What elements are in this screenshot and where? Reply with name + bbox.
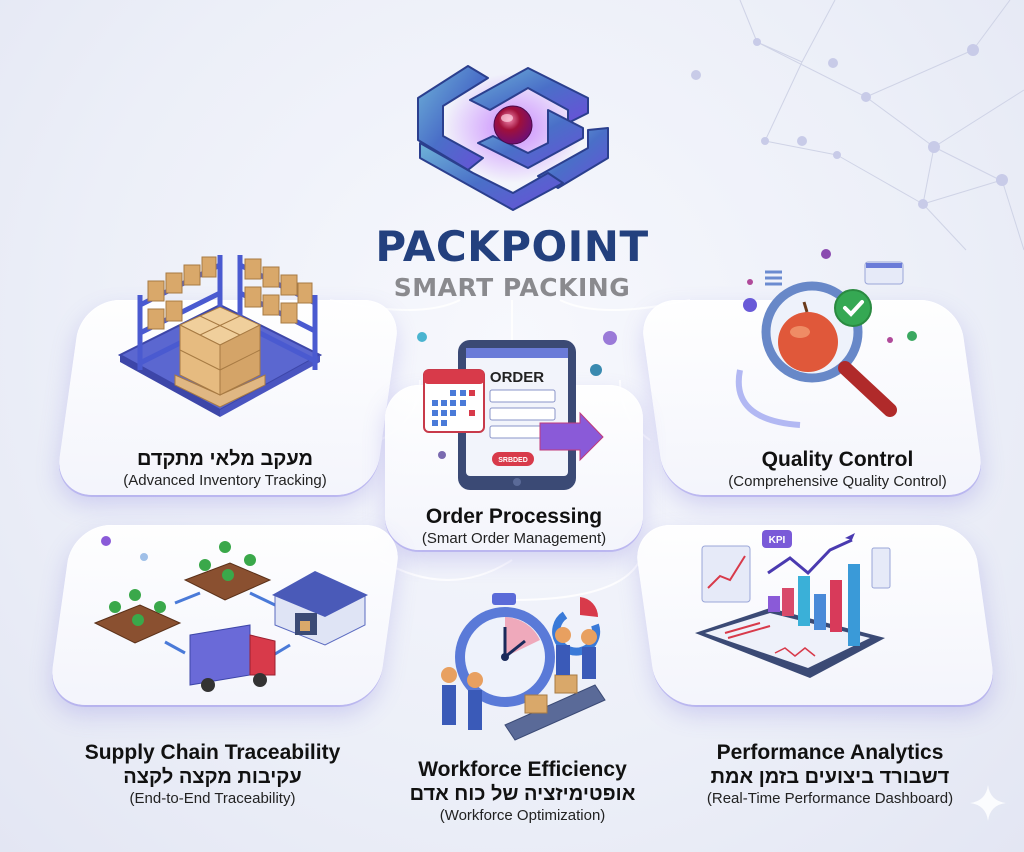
inventory-title-he: מעקב מלאי מתקדם xyxy=(136,448,314,470)
label-supply: Supply Chain Traceability עקיבות מקצה לק… xyxy=(55,740,370,808)
supply-subtitle: (End-to-End Traceability) xyxy=(129,790,296,807)
analytics-subtitle: (Real-Time Performance Dashboard) xyxy=(706,790,954,807)
supply-title-he: עקיבות מקצה לקצה xyxy=(123,766,302,788)
quality-subtitle: (Comprehensive Quality Control) xyxy=(728,473,947,490)
stopwatch-workers-conveyor-icon xyxy=(441,593,606,741)
workforce-title: Workforce Efficiency xyxy=(418,758,627,781)
label-order: Order Processing (Smart Order Management… xyxy=(385,504,643,548)
analytics-title: Performance Analytics xyxy=(716,741,944,764)
sparkle-icon xyxy=(970,785,1006,821)
order-subtitle: (Smart Order Management) xyxy=(421,530,607,547)
order-header-text: ORDER xyxy=(490,369,544,386)
farm-truck-warehouse-icon xyxy=(93,536,368,692)
order-button-text: SRBDED xyxy=(498,457,528,464)
workforce-subtitle: (Workforce Optimization) xyxy=(439,807,606,824)
label-workforce: Workforce Efficiency אופטימיזציה של כוח … xyxy=(385,757,660,825)
inventory-subtitle: (Advanced Inventory Tracking) xyxy=(123,472,327,489)
brand-tagline: SMART PACKING xyxy=(393,273,631,302)
label-quality: Quality Control (Comprehensive Quality C… xyxy=(685,447,990,491)
workforce-title-he: אופטימיזציה של כוח אדם xyxy=(409,783,636,805)
brand-header: PACKPOINT SMART PACKING xyxy=(300,224,724,304)
quality-title: Quality Control xyxy=(761,448,914,471)
kpi-badge-text: KPI xyxy=(769,535,786,546)
label-inventory: מעקב מלאי מתקדם (Advanced Inventory Trac… xyxy=(70,447,380,490)
brand-name: PACKPOINT xyxy=(375,222,649,271)
tablet-order-form-icon: ORDER SRBDED xyxy=(417,331,617,490)
kpi-dashboard-chart-icon: KPI xyxy=(695,530,891,678)
warehouse-shelves-pallet-icon xyxy=(117,255,323,417)
magnifier-apple-check-icon xyxy=(735,249,917,428)
supply-title: Supply Chain Traceability xyxy=(84,741,341,764)
analytics-title-he: דשבורד ביצועים בזמן אמת xyxy=(710,766,950,788)
order-title: Order Processing xyxy=(425,505,603,528)
label-analytics: Performance Analytics דשבורד ביצועים בזמ… xyxy=(680,740,980,808)
maze-sphere-logo-icon xyxy=(417,65,609,211)
